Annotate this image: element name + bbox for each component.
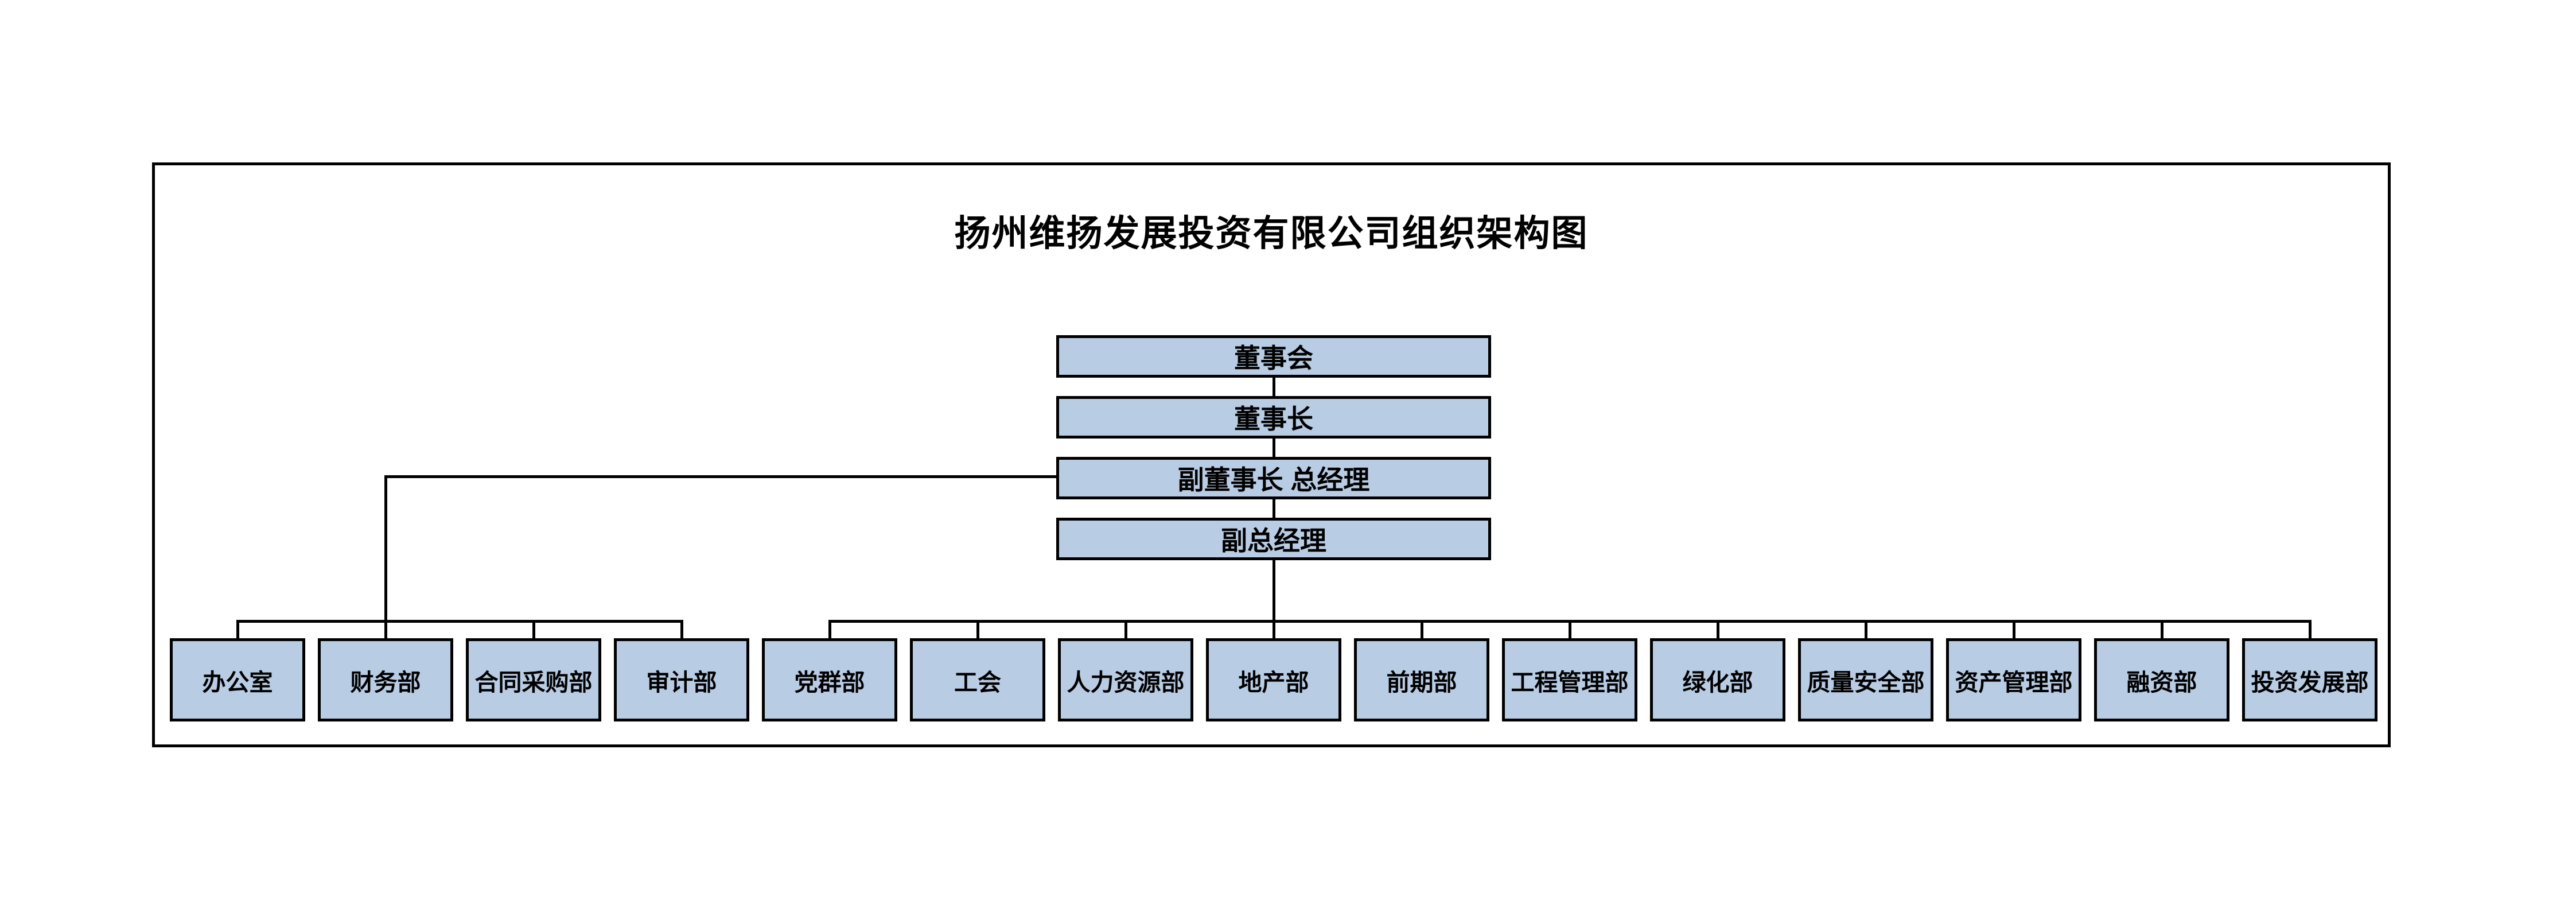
connector-dept-stub xyxy=(2013,620,2015,639)
dept-box: 财务部 xyxy=(318,638,453,721)
connector-gm-branch-horizontal xyxy=(384,475,1056,478)
dept-box: 人力资源部 xyxy=(1058,638,1193,721)
dept-box: 办公室 xyxy=(170,638,305,721)
dept-box: 工程管理部 xyxy=(1502,638,1637,721)
connector-dgm-feeder xyxy=(1273,559,1275,639)
org-chart-title: 扬州维扬发展投资有限公司组织架构图 xyxy=(954,214,1589,254)
connector-dept-stub xyxy=(680,620,683,639)
dept-box: 审计部 xyxy=(614,638,749,721)
connector-chain-2 xyxy=(1273,437,1275,458)
node-deputy-general-manager: 副总经理 xyxy=(1056,518,1491,560)
dept-box: 投资发展部 xyxy=(2242,638,2377,721)
connector-bus-left xyxy=(236,620,683,623)
org-chart-frame xyxy=(152,162,2391,747)
dept-box: 前期部 xyxy=(1354,638,1489,721)
dept-box: 合同采购部 xyxy=(466,638,601,721)
connector-dept-stub xyxy=(1569,620,1571,639)
connector-dept-stub xyxy=(532,620,535,639)
connector-dept-stub xyxy=(2309,620,2312,639)
node-chairman: 董事长 xyxy=(1056,396,1491,439)
dept-box: 质量安全部 xyxy=(1798,638,1933,721)
dept-box: 地产部 xyxy=(1206,638,1341,721)
dept-box: 融资部 xyxy=(2094,638,2229,721)
connector-gm-branch-vertical xyxy=(384,475,387,639)
connector-chain-3 xyxy=(1273,498,1275,519)
connector-dept-stub xyxy=(1421,620,1423,639)
connector-dept-stub xyxy=(2161,620,2163,639)
connector-dept-stub xyxy=(236,620,239,639)
connector-dept-stub xyxy=(1124,620,1127,639)
connector-dept-stub xyxy=(1865,620,1867,639)
dept-box: 党群部 xyxy=(762,638,897,721)
dept-box: 资产管理部 xyxy=(1946,638,2081,721)
node-board-of-directors: 董事会 xyxy=(1056,335,1491,378)
connector-dept-stub xyxy=(976,620,979,639)
connector-dept-stub xyxy=(828,620,831,639)
node-vice-chairman-general-manager: 副董事长 总经理 xyxy=(1056,457,1491,499)
dept-box: 工会 xyxy=(910,638,1045,721)
connector-dept-stub xyxy=(1717,620,1719,639)
dept-box: 绿化部 xyxy=(1650,638,1785,721)
connector-chain-1 xyxy=(1273,377,1275,397)
